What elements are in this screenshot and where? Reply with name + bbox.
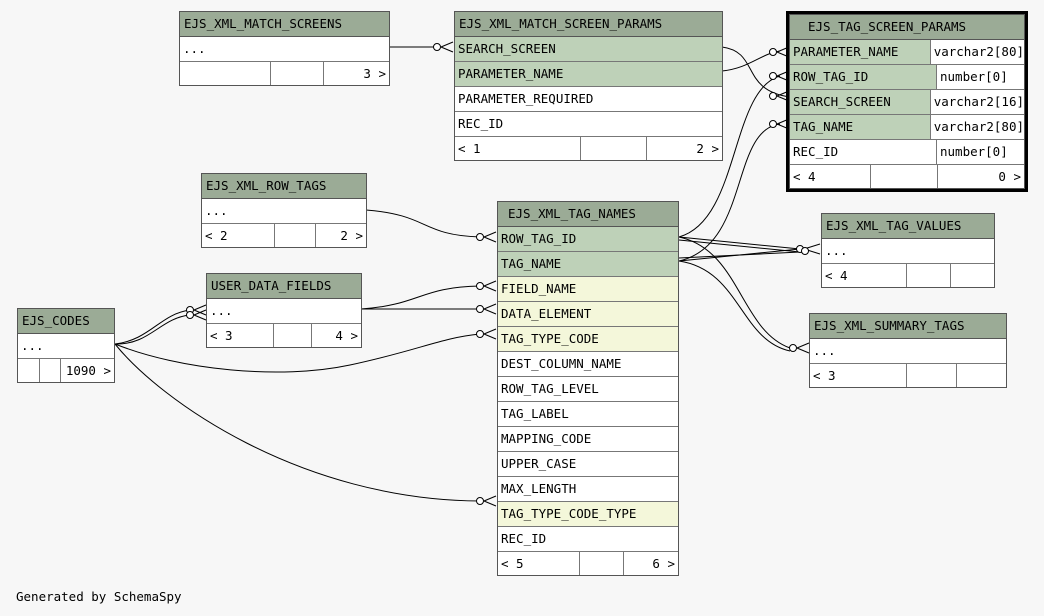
column-tag-name: TAG_NAME: [498, 252, 678, 277]
table-footer: < 3 4 >: [207, 324, 361, 347]
table-row: ...: [202, 199, 366, 224]
rel-tagname-summary: [678, 260, 791, 352]
table-footer: < 4: [822, 264, 994, 287]
table-footer: < 5 6 >: [498, 552, 678, 575]
table-title: EJS_XML_ROW_TAGS: [202, 174, 366, 199]
rel-rowtags-tagnames: [365, 209, 481, 238]
table-ejs-xml-match-screens[interactable]: EJS_XML_MATCH_SCREENS ... 3 >: [179, 11, 390, 86]
table-title: EJS_XML_SUMMARY_TAGS: [810, 314, 1006, 339]
table-ejs-codes[interactable]: EJS_CODES ... 1090 >: [17, 308, 115, 383]
rel-params-search-screen: [721, 46, 791, 98]
column-rec-id: REC_ID: [498, 527, 678, 552]
table-title: EJS_XML_MATCH_SCREEN_PARAMS: [455, 12, 722, 37]
column-dest-column-name: DEST_COLUMN_NAME: [498, 352, 678, 377]
table-title: EJS_TAG_SCREEN_PARAMS: [790, 15, 1024, 40]
column-rec-id: REC_ID: [455, 112, 722, 137]
table-footer: 3 >: [180, 62, 389, 85]
table-title: EJS_CODES: [18, 309, 114, 334]
table-footer: 1090 >: [18, 359, 114, 382]
column-tag-label: TAG_LABEL: [498, 402, 678, 427]
column-max-length: MAX_LENGTH: [498, 477, 678, 502]
table-row: ...: [822, 239, 994, 264]
column-field-name: FIELD_NAME: [498, 277, 678, 302]
column-upper-case: UPPER_CASE: [498, 452, 678, 477]
rel-codes-tagtypetype: [114, 343, 481, 502]
rel-codes-udf-a: [114, 309, 191, 345]
rel-rowtag-summary: [678, 236, 791, 349]
table-ejs-xml-row-tags[interactable]: EJS_XML_ROW_TAGS ... < 2 2 >: [201, 173, 367, 248]
column-data-element: DATA_ELEMENT: [498, 302, 678, 327]
generated-by-label: Generated by SchemaSpy: [16, 589, 182, 604]
table-row: ...: [18, 334, 114, 359]
table-title: USER_DATA_FIELDS: [207, 274, 361, 299]
table-ejs-xml-match-screen-params[interactable]: EJS_XML_MATCH_SCREEN_PARAMS SEARCH_SCREE…: [454, 11, 723, 161]
table-footer: < 2 2 >: [202, 224, 366, 247]
table-title: EJS_XML_MATCH_SCREENS: [180, 12, 389, 37]
rel-codes-tagtype: [114, 333, 481, 373]
rel-rowtag-values-2: [678, 239, 801, 253]
column-parameter-name: PARAMETER_NAME: [455, 62, 722, 87]
table-user-data-fields[interactable]: USER_DATA_FIELDS ... < 3 4 >: [206, 273, 362, 348]
rel-udf-fieldname: [360, 285, 481, 310]
column-tag-type-code: TAG_TYPE_CODE: [498, 327, 678, 352]
rel-rowtag-values: [678, 236, 801, 250]
table-row: ...: [207, 299, 361, 324]
table-ejs-xml-tag-values[interactable]: EJS_XML_TAG_VALUES ... < 4: [821, 213, 995, 288]
rel-tagname-tagscreen: [678, 123, 781, 262]
table-ejs-xml-tag-names[interactable]: EJS_XML_TAG_NAMES ROW_TAG_ID TAG_NAME FI…: [497, 201, 679, 576]
table-footer: < 3: [810, 364, 1006, 387]
column-row-tag-level: ROW_TAG_LEVEL: [498, 377, 678, 402]
table-row: ...: [180, 37, 389, 62]
table-title: EJS_XML_TAG_VALUES: [822, 214, 994, 239]
column-tag-type-code-type: TAG_TYPE_CODE_TYPE: [498, 502, 678, 527]
table-ejs-xml-summary-tags[interactable]: EJS_XML_SUMMARY_TAGS ... < 3: [809, 313, 1007, 388]
rel-rowtag-tagscreen: [678, 75, 781, 238]
table-footer: < 4 0 >: [790, 165, 1024, 188]
table-row: ...: [810, 339, 1006, 364]
column-row-tag-id: ROW_TAG_ID: [498, 227, 678, 252]
column-mapping-code: MAPPING_CODE: [498, 427, 678, 452]
rel-codes-udf-b: [114, 314, 191, 345]
column-search-screen: SEARCH_SCREEN: [455, 37, 722, 62]
column-parameter-required: PARAMETER_REQUIRED: [455, 87, 722, 112]
table-title: EJS_XML_TAG_NAMES: [498, 202, 678, 227]
table-footer: < 1 2 >: [455, 137, 722, 160]
rel-tagname-values-2: [678, 251, 801, 259]
